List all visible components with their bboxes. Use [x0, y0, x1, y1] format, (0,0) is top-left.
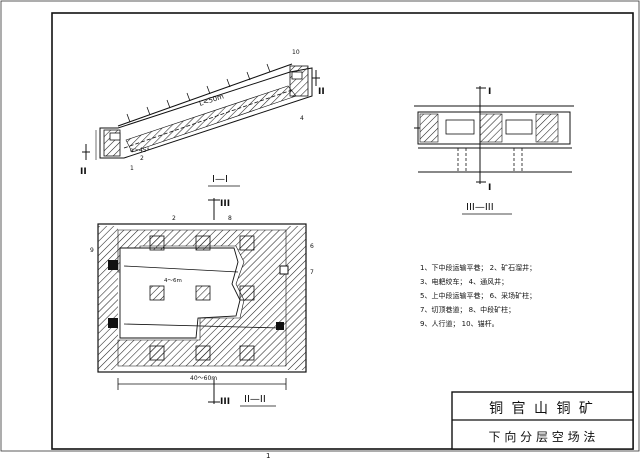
callout-4-top: 4	[300, 115, 304, 122]
cut-mark-I-top: I	[488, 87, 491, 97]
method-name: 下 向 分 层 空 场 法	[489, 429, 596, 444]
mine-name: 铜 官 山 铜 矿	[489, 401, 595, 417]
legend-line-4: 7、切顶巷道； 8、中段矿柱；	[420, 305, 515, 314]
cut-arrow-right	[312, 70, 320, 86]
callout-10-top: 10	[292, 49, 300, 56]
sheet-number: 1	[266, 452, 270, 460]
pillar-block-3	[535, 113, 559, 143]
section-3-3-view	[414, 86, 574, 184]
top-pillar-block	[289, 65, 309, 97]
callout-9-plan: 9	[90, 247, 94, 254]
pillar-gap-label: 4～6m	[164, 278, 182, 284]
legend-line-2: 3、电耙绞车； 4、通风井；	[420, 277, 508, 286]
cut-mark-I-bottom: I	[488, 183, 491, 193]
cut-mark-II-right: II	[318, 87, 325, 97]
callout-2-plan: 2	[172, 215, 176, 222]
cut-mark-III-bottom: III	[220, 397, 230, 407]
section-2-title: II—II	[244, 394, 266, 405]
rock-bolts	[126, 63, 271, 123]
pillar-block-2	[479, 113, 503, 143]
raise-dashes	[457, 148, 523, 172]
callout-1-bottom: 1	[130, 165, 134, 172]
dip-angle-label: α>45°	[130, 147, 150, 154]
inner-frame	[51, 12, 634, 450]
hoist-box-top	[291, 71, 303, 80]
callout-7-plan: 7	[310, 269, 314, 276]
room-pillars	[149, 235, 255, 361]
callout-2-bottom: 2	[140, 155, 144, 162]
hoist-box-bottom	[109, 132, 121, 141]
scraper-line-lower	[123, 323, 281, 329]
section-3-title: III—III	[466, 202, 494, 213]
left-wall-hatch	[98, 226, 118, 370]
legend: 1、下中段运输平巷； 2、矿石溜井； 3、电耙绞车； 4、通风井； 5、上中段运…	[420, 263, 536, 328]
section-2-2-plan	[97, 198, 307, 404]
plan-width-label: 40～60m	[190, 375, 217, 382]
title-block	[451, 391, 634, 450]
ore-pass-right	[276, 322, 284, 330]
callout-6-plan: 6	[310, 243, 314, 250]
inner-room-1	[445, 119, 475, 135]
legend-line-1: 1、下中段运输平巷； 2、矿石溜井；	[420, 263, 536, 272]
inner-room-2	[505, 119, 533, 135]
cut-mark-II-left: II	[80, 167, 87, 177]
pillar-block-1	[419, 113, 439, 143]
section-1-title: I—I	[212, 174, 228, 185]
legend-line-5: 9、人行道； 10、锚杆。	[420, 319, 499, 328]
callout-8-plan: 8	[228, 215, 232, 222]
scraper-line-upper	[123, 265, 239, 273]
winch-upper	[108, 260, 118, 270]
cut-mark-III-top: III	[220, 199, 230, 209]
cut-arrow-left	[82, 144, 90, 160]
legend-line-3: 5、上中段运输平巷； 6、采场矿柱；	[420, 291, 536, 300]
ventilation-right	[279, 265, 289, 275]
section-1-1-view	[82, 63, 320, 160]
winch-lower	[108, 318, 118, 328]
right-wall-hatch	[286, 226, 306, 370]
roof-line	[117, 63, 293, 127]
